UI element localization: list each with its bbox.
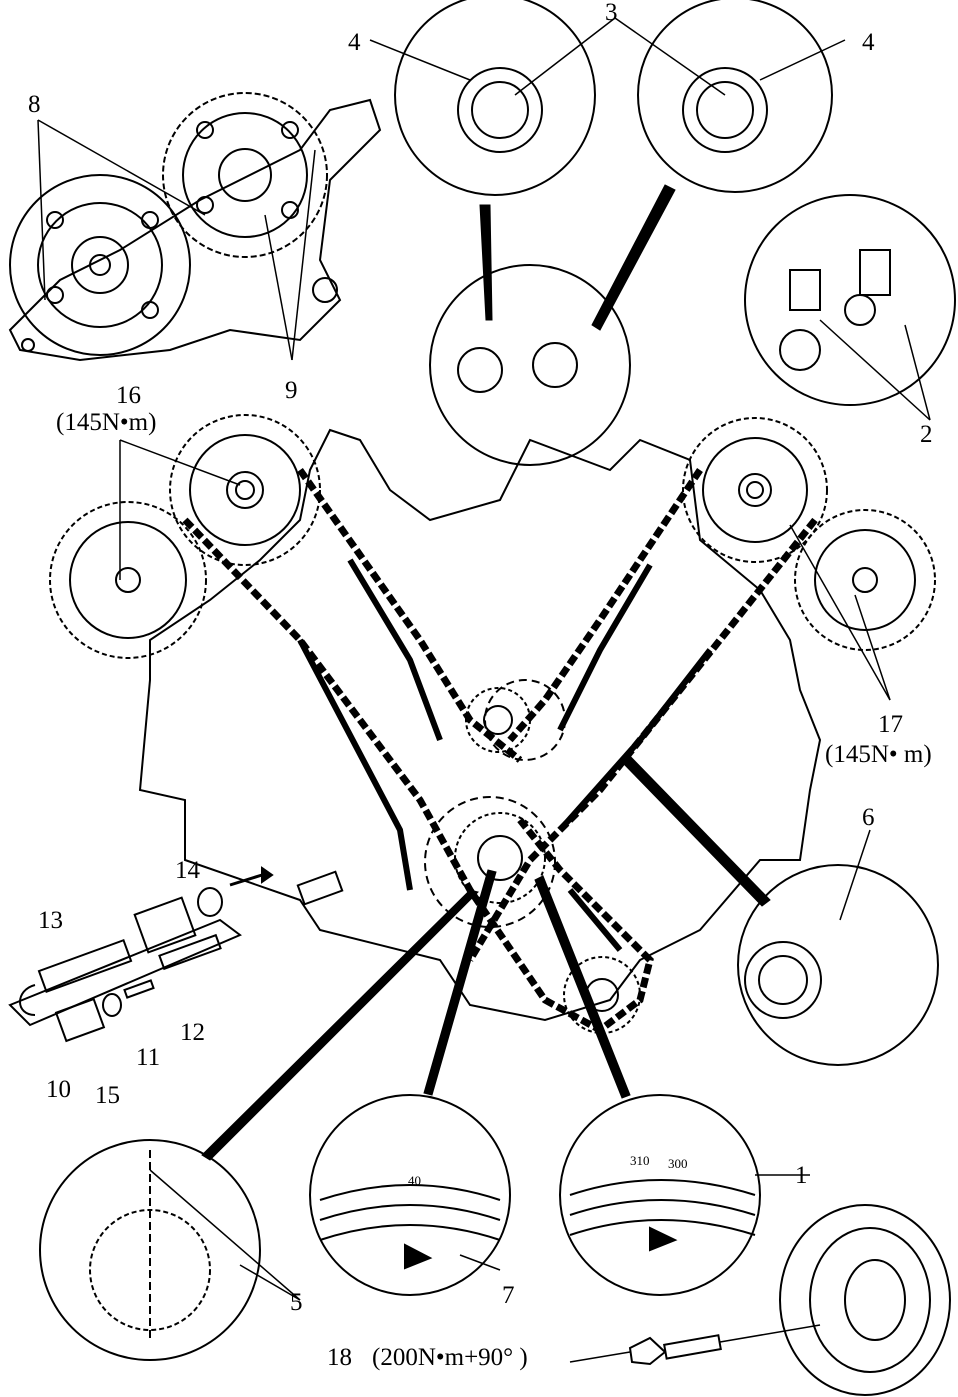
callout-3: 3 (605, 0, 618, 26)
torque-17: (145N• m) (825, 741, 932, 768)
left-cam-sprockets (49, 414, 321, 659)
scale-mark-40: 40 (408, 1173, 421, 1188)
callout-13: 13 (38, 907, 63, 934)
scale-mark-300: 300 (668, 1156, 688, 1171)
callout-10: 10 (46, 1076, 71, 1103)
scale-mark-310: 310 (630, 1153, 650, 1168)
right-cam-sprockets (682, 417, 936, 651)
callout-5: 5 (290, 1289, 303, 1316)
cam-mark-insets (394, 0, 833, 466)
torque-18: (200N•m+90° ) (372, 1344, 528, 1371)
inset-connectors-bottom (119, 439, 891, 1301)
callout-2: 2 (920, 421, 933, 448)
tensioner-parts (8, 866, 344, 1043)
engine-block-outline (138, 428, 822, 1022)
callout-17: 17 (878, 711, 903, 738)
callout-16: 16 (116, 382, 141, 409)
leader-lines-8-9 (37, 119, 316, 361)
torque-16: (145N•m) (56, 409, 157, 436)
callout-18: 18 (327, 1344, 352, 1371)
bottom-insets (39, 864, 939, 1361)
callout-14: 14 (175, 857, 200, 884)
crank-pulley (569, 1204, 951, 1396)
callout-4-left: 4 (348, 29, 361, 56)
callout-11: 11 (136, 1044, 161, 1071)
callout-9: 9 (285, 377, 298, 404)
callout-6: 6 (862, 804, 875, 831)
inset-connectors-top (369, 17, 846, 331)
timing-chains (182, 467, 818, 1035)
callout-7: 7 (502, 1282, 515, 1309)
callout-15: 15 (95, 1082, 120, 1109)
callout-8: 8 (28, 91, 41, 118)
callout-1: 1 (795, 1162, 808, 1189)
cam-gear-inset (8, 92, 382, 362)
chain-guides (297, 558, 713, 952)
sensor-inset (744, 194, 956, 421)
callout-4-right: 4 (862, 29, 875, 56)
callout-12: 12 (180, 1019, 205, 1046)
